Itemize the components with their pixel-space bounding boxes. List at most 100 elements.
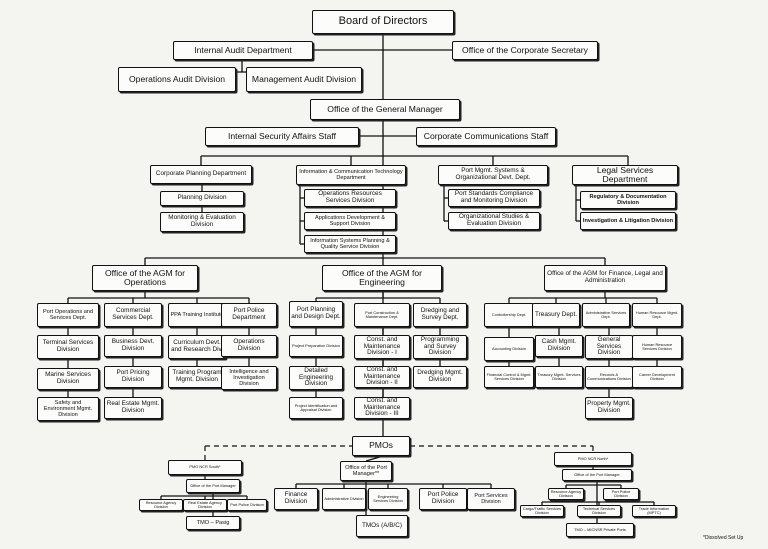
org-box-treasury-services: Treasury Mgmt. Services Division (535, 366, 583, 388)
org-box-label: Office of the AGM for Engineering (341, 267, 423, 287)
org-box-eng-services: Engineering Services Division (368, 488, 408, 510)
org-box-label: Const. and Maintenance Division - I (363, 335, 401, 357)
org-box-cash-mgmt: Cash Mgmt. Division (535, 335, 583, 357)
org-box-label: Port Police Division (611, 488, 631, 498)
org-box-label: TMO – MICNSR Private Ports (574, 526, 626, 532)
org-box-inv-lit: Investigation & Litigation Division (580, 212, 676, 230)
org-box-port-police-div: Port Police Division (419, 488, 467, 510)
org-box-operations-div: Operations Division (221, 335, 277, 357)
org-box-marine-services: Marine Services Division (37, 368, 99, 390)
org-box-label: Port Planning and Design Dept. (291, 306, 341, 320)
org-box-ict-dept: Information & Communication Technology D… (296, 165, 406, 185)
org-box-label: Treasury Mgmt. Services Division (537, 371, 581, 381)
org-box-label: PMO NCR South* (189, 464, 221, 470)
org-box-label: Administrative Services Dept. (585, 309, 627, 319)
org-box-label: Office of the General Manager (327, 103, 443, 114)
org-box-label: Trade Information (MPTC) (638, 505, 670, 515)
org-box-port-police-dept: Port Police Department (221, 303, 277, 327)
org-box-label: Internal Audit Department (194, 44, 292, 55)
org-box-const-maint-1: Const. and Maintenance Division - I (354, 335, 410, 359)
org-box-office-port-mgr-c: Office of the Port Manager** (340, 461, 392, 481)
org-box-planning-div: Planning Division (160, 191, 244, 206)
org-box-label: Const. and Maintenance Division - III (363, 397, 401, 418)
org-box-label: Office of the Port Manager** (345, 464, 387, 477)
org-box-label: Port Services Division (474, 492, 508, 505)
org-box-label: Management Audit Division (251, 73, 357, 84)
org-box-label: Operations Division (233, 338, 265, 352)
org-box-label: Port Police Division (427, 491, 459, 505)
org-box-n-cargo-traffic: Cargo/Traffic Services Division (520, 505, 564, 517)
connector-line (365, 455, 384, 462)
org-box-tmo-north: TMO – MICNSR Private Ports (566, 523, 634, 537)
org-box-financial-control: Financial Control & Mgmt. Services Divis… (484, 366, 534, 388)
org-box-corp-planning: Corporate Planning Department (150, 165, 252, 184)
org-box-internal-audit: Internal Audit Department (173, 41, 313, 60)
org-box-const-maint-2: Const. and Maintenance Division - II (354, 366, 410, 388)
org-box-terminal-services: Terminal Services Division (37, 335, 99, 359)
org-box-label: Programming and Survey Division (420, 335, 460, 357)
org-box-label: Information Systems Planning & Quality S… (310, 237, 390, 250)
org-box-label: Resource Agency Division (550, 488, 582, 498)
org-box-treasury: Treasury Dept. (532, 303, 580, 327)
org-box-label: Real Estate Mgmt. Division (106, 400, 160, 414)
org-box-label: Accounting Division (492, 345, 526, 351)
org-box-label: Real Estate Agency Division (188, 499, 222, 509)
org-box-label: Office of the AGM for Finance, Legal and… (547, 270, 663, 284)
org-box-label: Office of the Port Manager (190, 482, 236, 488)
org-box-label: Corporate Communications Staff (423, 130, 549, 141)
org-box-label: Operations Audit Division (128, 73, 225, 84)
org-box-business-devt: Business Devt. Division (104, 335, 162, 357)
org-box-port-ops-services: Port Operations and Services Dept. (37, 303, 99, 327)
org-box-property-mgmt: Property Mgmt. Division (585, 397, 633, 419)
org-box-career-dev: Career Development Division (632, 366, 682, 388)
org-box-org-studies: Organizational Studies & Evaluation Divi… (448, 212, 540, 230)
org-box-label: Const. and Maintenance Division - II (363, 366, 401, 387)
org-box-tmos-abc: TMOs (A/B/C) (356, 515, 408, 537)
org-box-corp-secretary: Office of the Corporate Secretary (452, 41, 598, 60)
org-box-project-prep: Project Preparation Division (289, 335, 343, 357)
org-box-agm-fin: Office of the AGM for Finance, Legal and… (544, 265, 666, 291)
org-box-n-technical: Technical Services Division (577, 505, 621, 517)
org-box-label: Cargo/Traffic Services Division (522, 505, 562, 515)
org-box-label: Dredging Mgmt. Division (417, 369, 463, 383)
org-box-label: Port Police Division (230, 501, 264, 507)
org-box-s-port-police: Port Police Division (227, 499, 267, 511)
org-box-label: Career Development Division (639, 371, 675, 381)
org-box-port-services-div: Port Services Division (467, 488, 515, 510)
org-box-label: Information & Communication Technology D… (299, 168, 403, 181)
org-box-label: Resource Agency Division (145, 499, 177, 509)
org-box-curriculum-devt: Curriculum Devt. and Research Div. (168, 335, 226, 359)
org-box-label: Port Operations and Services Dept. (42, 308, 94, 321)
org-box-port-planning-design: Port Planning and Design Dept. (289, 301, 343, 327)
org-box-label: Planning Division (177, 194, 227, 202)
org-box-tmo-pasig: TMO – Pasig (186, 516, 240, 530)
org-box-label: Operations Resources Services Division (318, 190, 382, 204)
org-box-board: Board of Directors (312, 10, 454, 34)
org-box-label: Investigation & Litigation Division (582, 217, 674, 224)
org-box-internal-security: Internal Security Affairs Staff (205, 127, 359, 146)
org-box-admin-div: Administrative Division (322, 488, 366, 510)
org-box-programming-survey: Programming and Survey Division (413, 335, 467, 359)
org-box-label: Property Mgmt. Division (587, 400, 631, 414)
org-box-label: Records & Communications Division (587, 371, 631, 381)
org-box-port-pricing: Port Pricing Division (104, 366, 162, 388)
org-box-info-sys: Information Systems Planning & Quality S… (304, 235, 396, 253)
org-box-label: Curriculum Devt. and Research Div. (170, 339, 224, 353)
org-box-label: General Services Division (596, 335, 622, 357)
org-box-label: Office of the Port Manager (574, 471, 620, 477)
org-box-port-mgmt-sys: Port Mgmt. Systems & Organizational Devt… (438, 165, 548, 185)
org-box-label: Controllership Dept. (491, 311, 527, 317)
org-box-detailed-eng: Detailed Engineering Division (289, 366, 343, 390)
org-box-training-program: Training Program Mgmt. Division (168, 366, 226, 388)
org-box-label: Port Construction & Maintenance Dept. (365, 309, 399, 319)
org-box-s-real-estate: Real Estate Agency Division (183, 499, 227, 511)
org-box-label: Corporate Planning Department (155, 170, 247, 178)
org-box-ops-audit: Operations Audit Division (118, 67, 236, 92)
org-box-accounting: Accounting Division (484, 337, 534, 361)
org-box-port-construction: Port Construction & Maintenance Dept. (354, 303, 410, 327)
org-box-label: Cash Mgmt. Division (541, 338, 577, 352)
org-box-label: Engineering Services Division (373, 493, 403, 503)
org-box-label: Port Standards Compliance and Monitoring… (454, 190, 534, 204)
org-box-label: Organizational Studies & Evaluation Divi… (458, 213, 530, 227)
org-box-label: Port Mgmt. Systems & Organizational Devt… (455, 167, 531, 181)
